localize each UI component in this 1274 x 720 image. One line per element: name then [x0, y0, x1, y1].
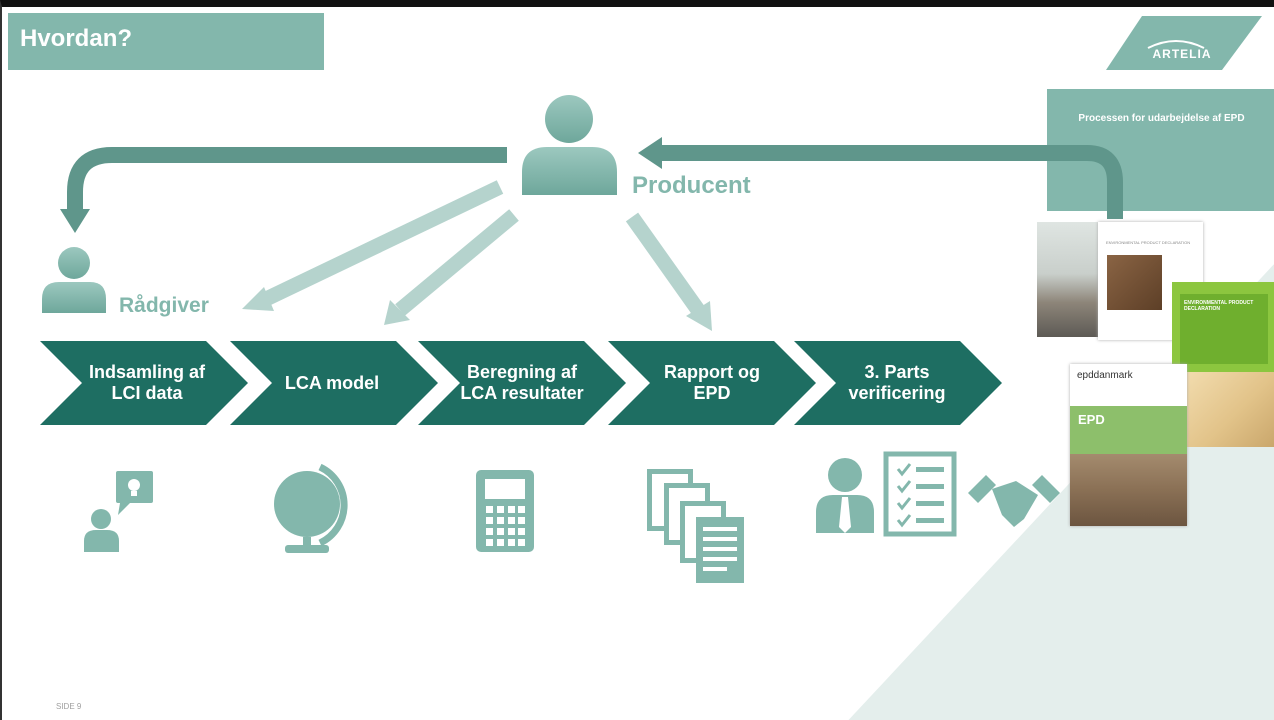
arrow-documents-to-producent	[638, 137, 1123, 219]
doc1-title: ENVIRONMENTAL PRODUCT DECLARATION	[1106, 240, 1191, 245]
step-verificering: 3. Parts verificering	[848, 362, 946, 403]
producent-label: Producent	[632, 172, 751, 199]
wood-beam-photo	[1187, 372, 1274, 447]
arrow-producent-to-step1	[242, 180, 504, 311]
producent-person-icon	[522, 95, 617, 195]
arrow-producent-to-step4	[625, 212, 712, 331]
title-bar: Hvordan?	[8, 13, 324, 70]
step-beregning: Beregning af LCA resultater	[460, 362, 584, 403]
handshake-icon	[968, 475, 1060, 527]
epd-document-thumbnail-2: ENVIRONMENTAL PRODUCT DECLARATION	[1172, 282, 1274, 374]
house-photo	[1037, 222, 1102, 337]
consultant-icon	[816, 458, 874, 533]
epd-brand: epddanmark	[1077, 370, 1133, 381]
person-idea-icon	[84, 471, 153, 552]
process-chevrons	[40, 341, 1002, 425]
logo-text: ARTELIA	[1152, 47, 1212, 61]
page-title: Hvordan?	[20, 25, 133, 52]
process-diagram	[40, 95, 1274, 583]
step-rapport: Rapport og EPD	[664, 362, 760, 403]
epd-danmark-cover: epddanmark EPD	[1070, 364, 1187, 526]
arrow-producent-to-step2	[384, 209, 519, 325]
artelia-logo	[1106, 16, 1262, 70]
chipboard-photo	[1070, 454, 1187, 526]
globe-icon	[274, 463, 348, 553]
epd-band: EPD	[1070, 406, 1187, 454]
slide-number: SIDE 9	[56, 702, 82, 711]
wood-sample-image	[1107, 255, 1162, 310]
side-box-label: Processen for udarbejdelse af EPD	[1078, 113, 1245, 124]
calculator-icon	[476, 470, 534, 552]
epd-title: EPD	[1078, 412, 1105, 427]
doc2-panel	[1180, 294, 1268, 364]
background-decoration	[848, 264, 1274, 720]
step-indsamling: Indsamling af LCI data	[88, 362, 205, 403]
step-lca-model: LCA model	[284, 372, 380, 393]
raadgiver-label: Rådgiver	[119, 294, 209, 317]
raadgiver-person-icon	[42, 247, 106, 313]
documents-icon	[647, 469, 744, 583]
checklist-icon	[883, 451, 957, 537]
arrow-producent-to-raadgiver	[60, 147, 507, 233]
doc2-title: ENVIRONMENTAL PRODUCT DECLARATION	[1184, 300, 1254, 312]
